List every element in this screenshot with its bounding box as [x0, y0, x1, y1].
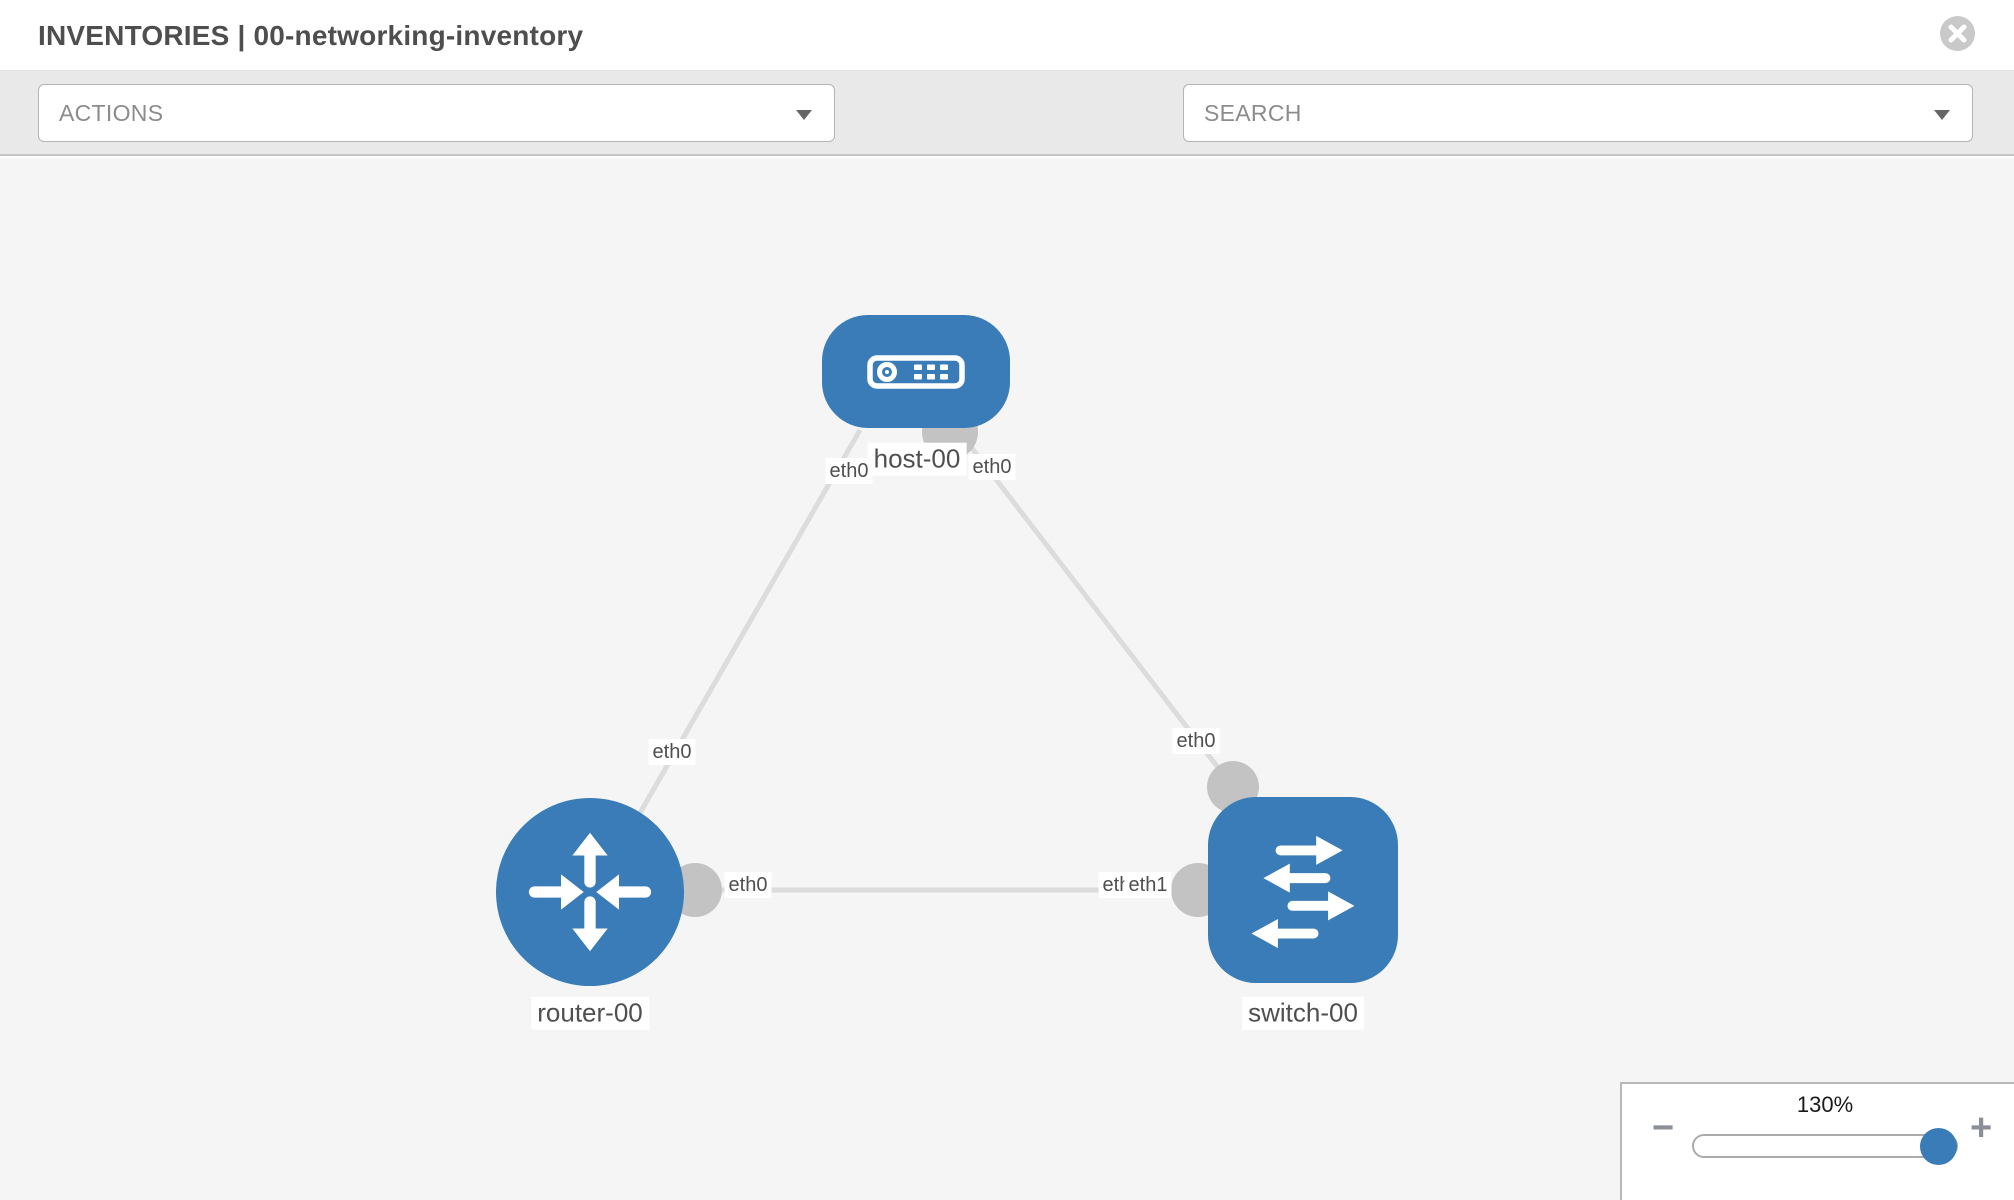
- search-dropdown[interactable]: SEARCH: [1183, 84, 1973, 142]
- header-bar: INVENTORIES | 00-networking-inventory: [0, 0, 2014, 71]
- node-switch-00[interactable]: [1208, 797, 1398, 983]
- node-router-00[interactable]: [496, 798, 684, 986]
- zoom-out-button[interactable]: −: [1652, 1107, 1675, 1149]
- router-icon: [528, 832, 652, 952]
- actions-dropdown[interactable]: ACTIONS: [38, 84, 835, 142]
- page-title: INVENTORIES | 00-networking-inventory: [38, 20, 584, 51]
- x-glyph: [1948, 24, 1967, 43]
- zoom-in-button[interactable]: +: [1970, 1107, 1993, 1149]
- iface-label-switch-eth0: eth0: [1172, 728, 1220, 754]
- host-icon: [867, 354, 965, 389]
- chevron-down-icon: [1934, 110, 1950, 120]
- links-layer: [637, 404, 1259, 917]
- iface-label-switch-eth1: eth1: [1124, 872, 1172, 898]
- zoom-slider-thumb[interactable]: [1920, 1128, 1957, 1165]
- switch-icon: [1251, 835, 1355, 949]
- zoom-control-panel: 130% − +: [1620, 1082, 2014, 1200]
- node-label-router: router-00: [531, 996, 649, 1030]
- topology-canvas[interactable]: host-00 eth0 eth0 eth0 eth0 eth0 eth0 et…: [0, 158, 2014, 1200]
- node-label-switch: switch-00: [1242, 996, 1364, 1030]
- node-label-host: host-00: [867, 442, 967, 476]
- actions-dropdown-value: ACTIONS: [59, 100, 164, 126]
- node-host-00[interactable]: [822, 315, 1010, 428]
- iface-label-host-eth0-left: eth0: [825, 458, 873, 484]
- zoom-slider[interactable]: [1692, 1128, 1958, 1165]
- iface-label-host-eth0-right: eth0: [968, 454, 1016, 480]
- chevron-down-icon: [796, 110, 812, 120]
- toolbar: ACTIONS SEARCH: [0, 71, 2014, 204]
- zoom-level-value: 130%: [1796, 1092, 1854, 1117]
- iface-label-router-eth0: eth0: [724, 872, 772, 898]
- close-icon[interactable]: [1940, 16, 1975, 51]
- search-dropdown-value: SEARCH: [1204, 100, 1302, 126]
- link-host-switch[interactable]: [956, 428, 1235, 789]
- iface-label-router-uplink-eth0: eth0: [648, 739, 696, 765]
